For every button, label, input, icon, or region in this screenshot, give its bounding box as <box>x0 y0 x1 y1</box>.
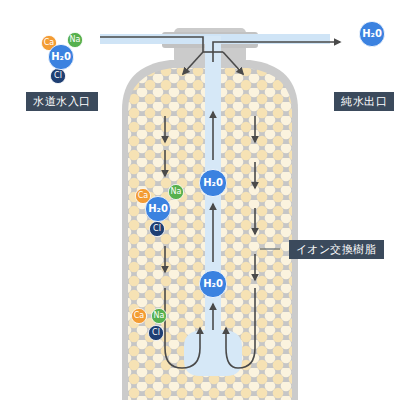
molecule-circle: H₂0 <box>199 270 227 298</box>
atom-label: Ca <box>44 39 55 47</box>
flow-arrow <box>254 116 256 142</box>
circle-fill <box>199 270 226 297</box>
flow-arrow <box>164 150 166 176</box>
molecule-circle: H₂0 <box>145 196 171 222</box>
flow-arrow <box>183 52 203 74</box>
circle-fill <box>359 21 384 46</box>
atom-label: Na <box>171 188 182 196</box>
atom-label: H₂0 <box>362 29 382 39</box>
atom-label: Cl <box>54 72 62 80</box>
molecule-circle: H₂0 <box>359 21 385 47</box>
molecule-circle: Ca <box>131 308 147 324</box>
flow-arrow <box>254 162 256 188</box>
label-text: イオン交換樹脂 <box>296 244 377 255</box>
molecule-circle: H₂0 <box>199 169 227 197</box>
u-turn-arrow <box>226 288 255 368</box>
flow-arrow <box>223 52 243 74</box>
inlet-flow <box>100 37 203 52</box>
molecule-circle: Na <box>67 32 83 48</box>
molecule-circle: Cl <box>149 221 165 237</box>
atom-label: H₂0 <box>51 52 71 62</box>
label-text: 水道水入口 <box>33 96 91 107</box>
flow-arrow <box>212 304 214 330</box>
atom-label: Cl <box>153 225 161 233</box>
molecule-circle: Na <box>168 184 184 200</box>
flow-arrow <box>254 254 256 280</box>
circle-fill <box>151 308 166 323</box>
label-box: 水道水入口 <box>26 92 98 111</box>
atom-label: Ca <box>138 192 149 200</box>
flow-arrow <box>164 116 166 142</box>
molecule-circle: Cl <box>50 68 66 84</box>
atom-label: H₂0 <box>203 279 223 289</box>
flow-arrows <box>100 37 340 368</box>
circle-fill <box>50 68 65 83</box>
circle-fill <box>48 44 73 69</box>
center-pipe <box>184 36 242 376</box>
molecule-circle: H₂0 <box>48 44 74 70</box>
molecule-circle: Cl <box>148 325 164 341</box>
atom-label: Na <box>70 36 81 44</box>
flow-arrow <box>212 204 214 262</box>
flow-arrow <box>254 208 256 234</box>
leader-line <box>260 249 280 250</box>
label-box: イオン交換樹脂 <box>289 240 384 259</box>
circle-fill <box>149 221 164 236</box>
atom-label: Cl <box>152 329 160 337</box>
flow-arrow <box>164 246 166 272</box>
atom-label: H₂0 <box>203 178 223 188</box>
u-turn-arrow <box>165 288 200 368</box>
circle-fill <box>168 184 183 199</box>
circle-fill <box>131 308 146 323</box>
circle-fill <box>199 169 226 196</box>
outlet-flow <box>213 42 340 62</box>
molecule-circle: Na <box>151 308 167 324</box>
atom-label: H₂0 <box>148 204 168 214</box>
circle-fill <box>67 32 82 47</box>
label-text: 純水出口 <box>341 96 387 107</box>
label-box: 純水出口 <box>334 92 394 111</box>
flow-arrow <box>212 112 214 160</box>
circle-fill <box>148 325 163 340</box>
atom-label: Ca <box>134 312 145 320</box>
atom-label: Na <box>154 312 165 320</box>
circle-fill <box>145 196 170 221</box>
